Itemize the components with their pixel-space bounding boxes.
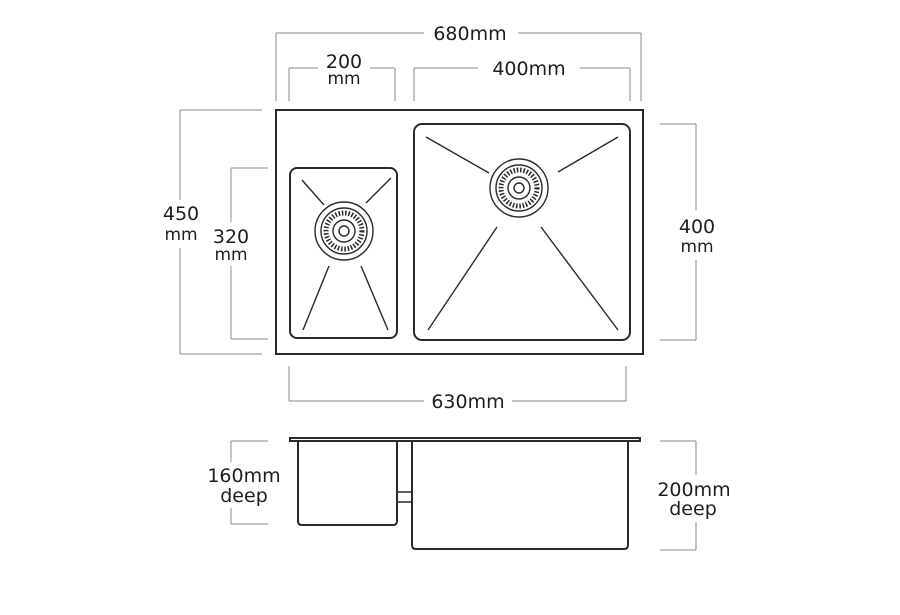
inner-width-label: 630mm (431, 391, 504, 413)
large-bowl (413, 123, 631, 341)
large-bowl-depth-dimension: 200mm deep (657, 440, 731, 551)
inner-width-dimension: 630mm (288, 366, 627, 413)
sink-top-view (275, 109, 644, 355)
connector-pipe (397, 491, 412, 503)
large-bowl-depth-unit: deep (669, 498, 717, 520)
small-bowl-length-unit: mm (214, 245, 247, 265)
overall-depth-unit: mm (164, 225, 197, 245)
large-bowl-depth-value: 200mm (657, 479, 730, 501)
small-bowl-depth-value: 160mm (207, 465, 280, 487)
small-bowl-width-value: 200 (326, 51, 362, 73)
large-bowl-profile (411, 441, 629, 550)
small-bowl-width-dimension: 200 mm (288, 51, 396, 101)
small-bowl-profile (297, 441, 398, 526)
small-bowl-depth-unit: deep (220, 485, 268, 507)
small-bowl-length-dimension: 320 mm (213, 167, 268, 340)
large-bowl-length-value: 400 (679, 216, 715, 238)
small-bowl-depth-dimension: 160mm deep (207, 440, 281, 525)
sink-side-view (289, 437, 641, 550)
small-bowl (289, 167, 398, 339)
sink-rim (289, 437, 641, 442)
drain-icon (314, 201, 374, 261)
large-bowl-width-label: 400mm (492, 58, 565, 80)
small-bowl-drain-lines (301, 177, 392, 331)
large-bowl-width-dimension: 400mm (413, 58, 631, 101)
small-bowl-width-unit: mm (327, 69, 360, 89)
sink-outline (275, 109, 644, 355)
drain-icon (489, 158, 549, 218)
overall-depth-dimension: 450 mm (163, 109, 262, 355)
large-bowl-length-dimension: 400 mm (660, 123, 715, 341)
large-bowl-drain-lines (425, 136, 619, 331)
overall-depth-value: 450 (163, 203, 199, 225)
large-bowl-length-unit: mm (680, 237, 713, 257)
small-bowl-length-value: 320 (213, 226, 249, 248)
overall-width-label: 680mm (433, 23, 506, 45)
overall-width-dimension: 680mm (275, 23, 642, 101)
